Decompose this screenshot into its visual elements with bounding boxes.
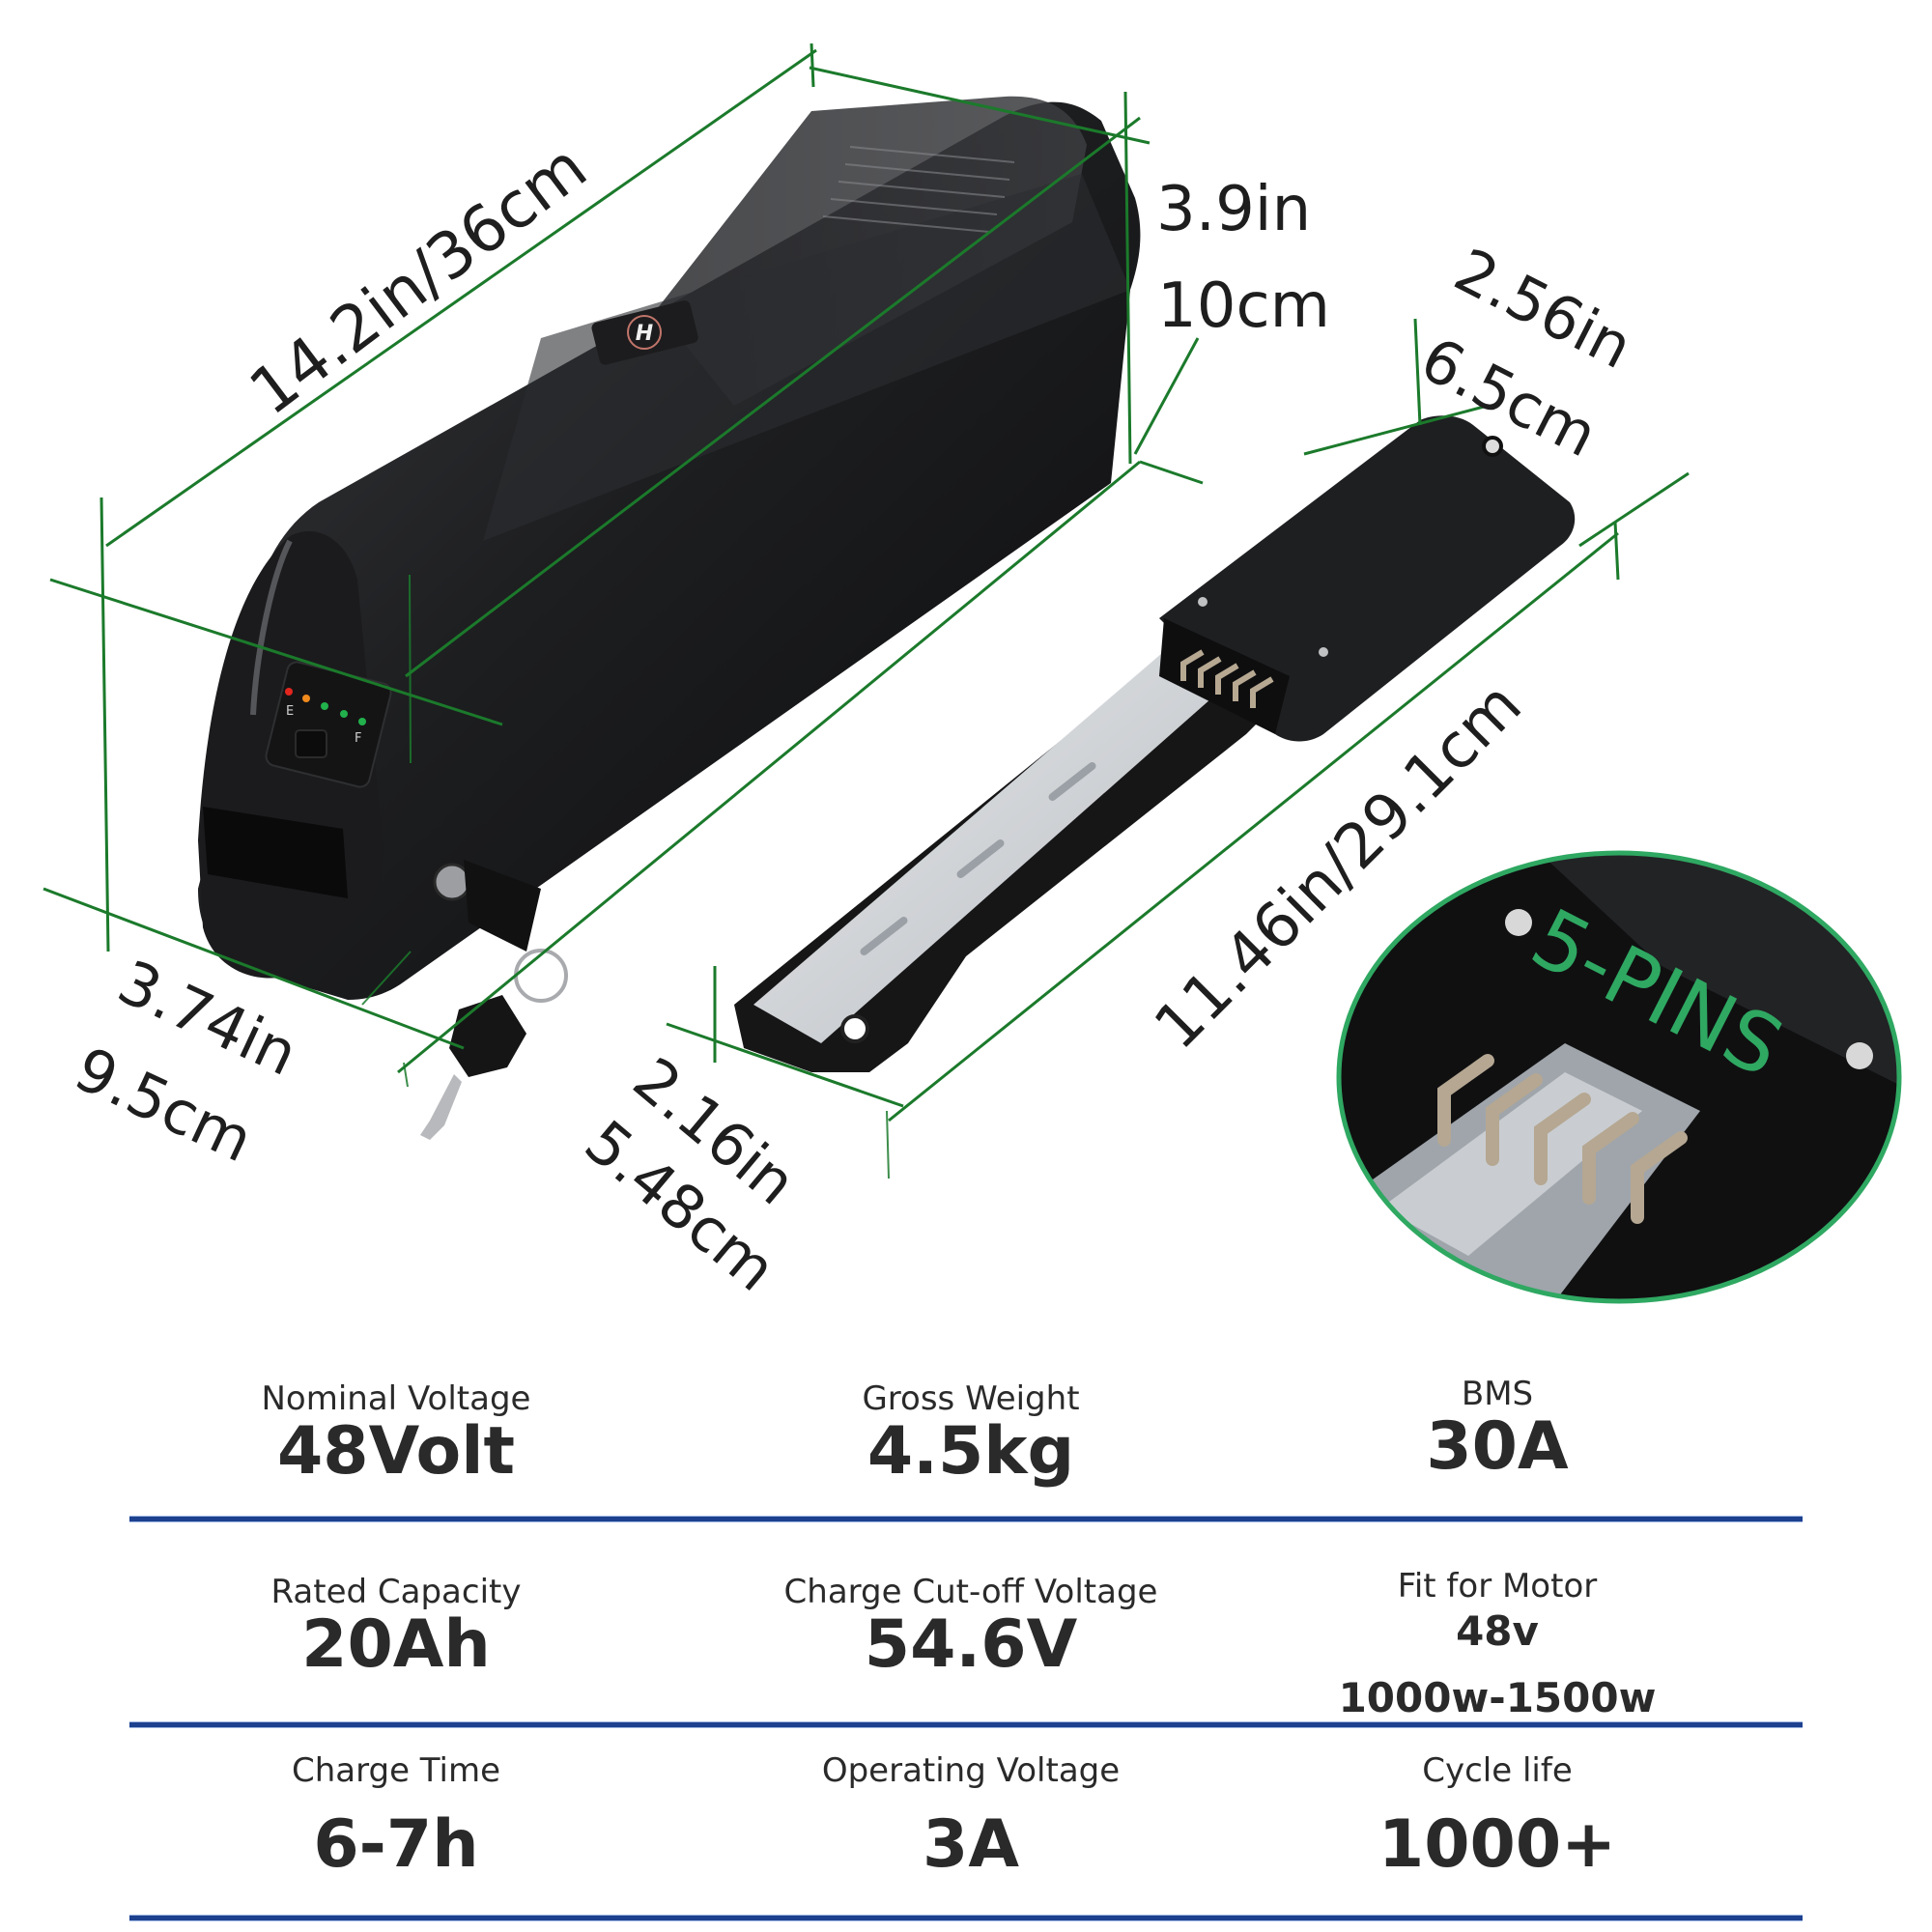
spec-value-range: 1000w-1500w: [1338, 1674, 1657, 1722]
spec-value: 3A: [923, 1806, 1019, 1884]
spec-label: Gross Weight: [862, 1379, 1080, 1418]
spec-value: 20Ah: [301, 1606, 491, 1684]
divider-1: [129, 1517, 1803, 1521]
spec-label: Operating Voltage: [821, 1751, 1121, 1790]
spec-value: 6-7h: [313, 1806, 479, 1884]
connector-callout: [1336, 850, 1902, 1304]
spec-value: 1000+: [1378, 1806, 1617, 1884]
spec-fit-for-motor: Fit for Motor 48v 1000w-1500w: [1227, 1567, 1768, 1726]
brand-badge: [591, 300, 698, 365]
led-5: [358, 718, 366, 725]
spec-label: Nominal Voltage: [261, 1379, 531, 1418]
spec-value: 54.6V: [864, 1606, 1078, 1684]
dimension-height-in: 3.9in: [1156, 174, 1312, 245]
spec-nominal-voltage: Nominal Voltage 48Volt: [126, 1379, 667, 1491]
indicator-empty-mark: E: [286, 704, 294, 719]
dimension-height-cm: 10cm: [1157, 270, 1330, 342]
spec-bms: BMS 30A: [1227, 1375, 1768, 1486]
divider-3: [129, 1916, 1803, 1920]
power-button[interactable]: [295, 729, 327, 758]
spec-charge-cutoff-voltage: Charge Cut-off Voltage 54.6V: [700, 1573, 1241, 1684]
divider-2: [129, 1722, 1803, 1727]
spec-label: BMS: [1461, 1375, 1534, 1413]
led-1: [285, 688, 293, 696]
spec-value: 48v: [1456, 1607, 1539, 1656]
key-lock: [420, 860, 568, 1140]
product-illustration: H E F: [43, 43, 1902, 1304]
spec-operating-voltage: Operating Voltage 3A: [700, 1751, 1241, 1884]
spec-value: 30A: [1426, 1408, 1569, 1486]
led-4: [340, 710, 348, 718]
mounting-base: [734, 415, 1576, 1072]
spec-cycle-life: Cycle life 1000+: [1227, 1751, 1768, 1884]
indicator-full-mark: F: [355, 731, 361, 746]
spec-value: 48Volt: [276, 1413, 516, 1491]
led-2: [302, 695, 310, 702]
dimension-lines: [43, 43, 1690, 1122]
spec-gross-weight: Gross Weight 4.5kg: [700, 1379, 1241, 1491]
spec-label-sticker: [822, 146, 1015, 233]
spec-label: Fit for Motor: [1397, 1567, 1598, 1605]
battery-pack: [198, 96, 1141, 1000]
spec-charge-time: Charge Time 6-7h: [126, 1751, 667, 1884]
brand-logo-text: H: [636, 322, 653, 346]
spec-label: Cycle life: [1422, 1751, 1573, 1790]
spec-label: Rated Capacity: [270, 1573, 522, 1611]
spec-rated-capacity: Rated Capacity 20Ah: [126, 1573, 667, 1684]
spec-value: 4.5kg: [867, 1413, 1075, 1491]
led-3: [321, 702, 328, 710]
spec-label: Charge Time: [291, 1751, 501, 1790]
spec-label: Charge Cut-off Voltage: [783, 1573, 1158, 1611]
